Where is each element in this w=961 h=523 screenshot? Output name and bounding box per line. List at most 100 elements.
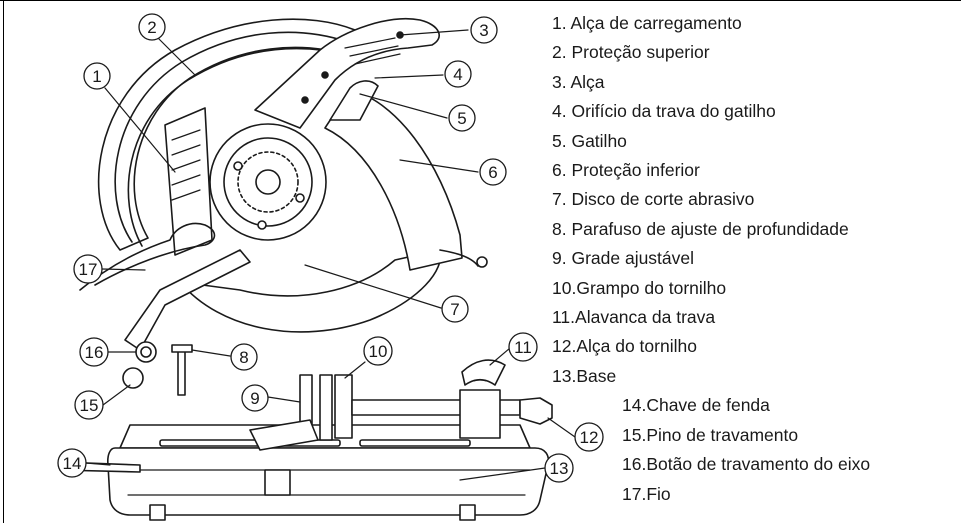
callout-circle-13 [544, 453, 574, 483]
callout-circle-5 [448, 104, 476, 132]
legend-item-5: 5. Gatilho [552, 130, 627, 151]
callout-circle-16 [79, 337, 109, 367]
base-body [107, 447, 550, 516]
carrying-handle [164, 107, 213, 256]
handle [254, 18, 440, 129]
legend-item-8: 8. Parafuso de ajuste de profundidade [552, 218, 849, 239]
leader-10 [344, 361, 366, 379]
callout-circle-15 [74, 390, 104, 420]
callout-number-17: 17 [79, 260, 98, 279]
handle-screw-2 [301, 96, 309, 104]
vise-clamp [334, 374, 353, 439]
callout-number-7: 7 [450, 300, 459, 319]
spindle-lock-button [135, 341, 157, 363]
leader-12 [547, 417, 576, 438]
callout-circle-12 [574, 422, 604, 452]
leader-17 [101, 268, 146, 271]
frame-top-border [0, 0, 961, 1]
leader-5 [359, 93, 448, 119]
callout-number-9: 9 [250, 389, 259, 408]
callout-number-1: 1 [92, 67, 101, 86]
callout-circle-8 [230, 343, 258, 371]
leader-8 [191, 349, 231, 357]
legend-item-11: 11.Alavanca da trava [552, 307, 716, 328]
leader-3 [399, 29, 469, 36]
legend-item-1: 1. Alça de carregamento [552, 13, 742, 33]
motor-hub [255, 169, 281, 195]
base-foot-right [459, 504, 476, 521]
frame-left-border [3, 0, 4, 523]
leader-11 [489, 347, 511, 366]
motor-housing [209, 123, 327, 241]
leader-6 [399, 159, 479, 173]
callout-circle-1 [83, 62, 111, 90]
motor-cover [223, 137, 313, 227]
callout-number-12: 12 [580, 428, 599, 447]
callout-circle-10 [363, 336, 393, 366]
leader-15 [102, 384, 131, 406]
legend-item-6: 6. Proteção inferior [552, 160, 700, 181]
lock-pin [122, 367, 144, 389]
callout-circle-17 [73, 254, 103, 284]
callout-number-5: 5 [457, 109, 466, 128]
motor-bolt-1 [295, 193, 305, 203]
lower-guard-hook [476, 256, 488, 268]
callout-number-8: 8 [239, 348, 248, 367]
leader-4 [374, 74, 444, 79]
legend-item-14: 14.Chave de fenda [622, 395, 770, 416]
legend-item-9: 9. Grade ajustável [552, 248, 695, 269]
carrying-handle-ribs [171, 129, 201, 201]
abrasive-disc [179, 249, 442, 333]
base-inner-edge [124, 469, 531, 496]
spindle-lock-inner [140, 346, 152, 358]
callout-number-2: 2 [147, 18, 156, 37]
callout-circles [57, 13, 604, 483]
legend-item-7: 7. Disco de corte abrasivo [552, 189, 755, 210]
legend-item-13: 13.Base [552, 365, 617, 386]
power-cord [79, 222, 216, 291]
callout-number-4: 4 [453, 65, 462, 84]
motor-bolt-3 [257, 220, 267, 230]
legend-item-16: 16.Botão de travamento do eixo [622, 454, 871, 475]
legend-item-10: 10.Grampo do tornilho [552, 277, 727, 298]
callout-circle-7 [441, 295, 469, 323]
legend-item-12: 12.Alça do tornilho [552, 336, 697, 357]
parts-legend: 1. Alça de carregamento 2. Proteção supe… [552, 9, 870, 509]
leader-14 [85, 462, 111, 466]
base-foot-left [149, 504, 166, 521]
motor-vent-ring [237, 151, 299, 213]
base-slot-right [359, 439, 471, 447]
trigger [329, 80, 379, 121]
motor-bolt-2 [233, 161, 243, 171]
depth-screw [177, 349, 186, 396]
leader-9 [267, 396, 301, 403]
callout-number-3: 3 [479, 21, 488, 40]
legend-item-3: 3. Alça [552, 71, 605, 92]
legend-item-4: 4. Orifício da trava do gatilho [552, 101, 776, 122]
callout-circle-4 [444, 60, 472, 88]
leader-1 [104, 87, 176, 173]
callout-number-11: 11 [514, 338, 532, 357]
callout-number-13: 13 [550, 459, 569, 478]
vise-handle [519, 397, 553, 425]
callout-number-6: 6 [488, 163, 497, 182]
legend-item-15: 15.Pino de travamento [622, 424, 799, 445]
depth-screw-head [171, 344, 193, 353]
legend-item-2: 2. Proteção superior [552, 42, 710, 63]
leader-2 [157, 37, 196, 76]
callout-number-14: 14 [63, 454, 82, 473]
fence-plate [319, 374, 333, 441]
legend-item-17: 17.Fio [622, 483, 671, 504]
handle-screw-1 [321, 71, 329, 79]
fence-bracket [249, 419, 319, 451]
callout-number-15: 15 [80, 396, 99, 415]
callout-number-10: 10 [369, 342, 388, 361]
leader-lines [85, 29, 576, 481]
wrench-holder [264, 469, 291, 496]
vise-jaw [459, 389, 501, 439]
callout-circle-14 [57, 448, 87, 478]
lower-guard-edge [439, 249, 479, 267]
callout-circle-3 [470, 16, 498, 44]
